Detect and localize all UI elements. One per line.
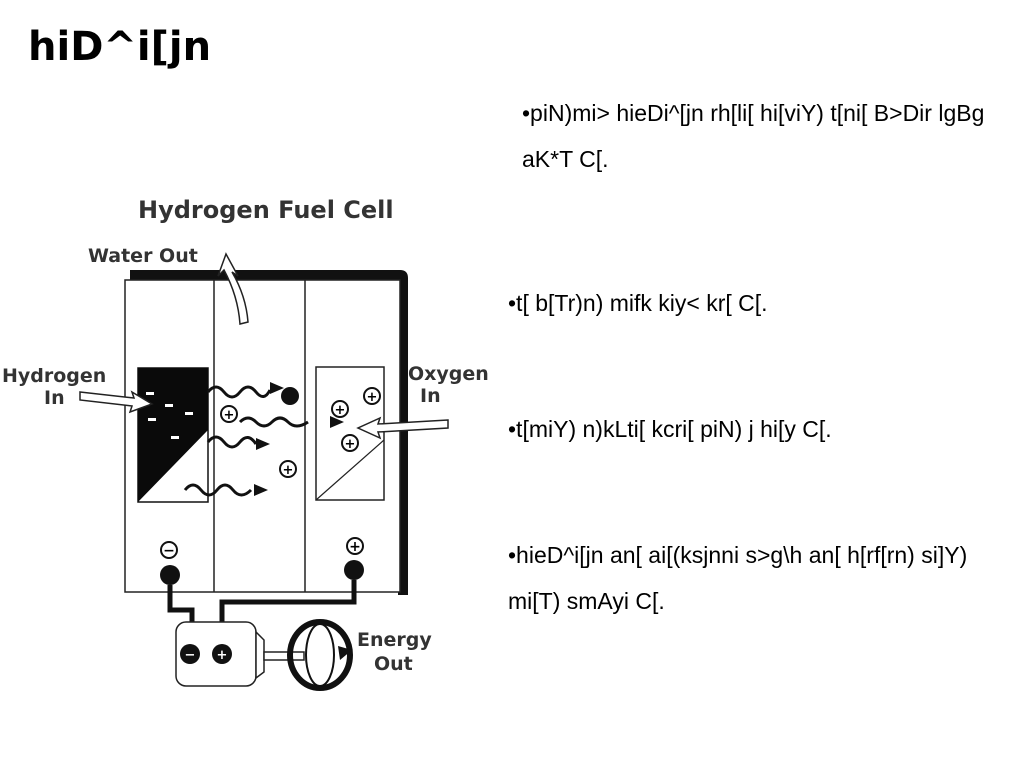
water-molecule (281, 387, 299, 405)
svg-text:+: + (224, 408, 235, 423)
fuel-cell-diagram: Hydrogen Fuel Cell + + + + (2, 196, 489, 691)
energy-out-label-line2: Out (374, 653, 413, 675)
energy-out-label-line1: Energy (357, 629, 432, 651)
svg-text:+: + (367, 390, 378, 405)
flywheel-inner (305, 623, 335, 687)
motor-shaft (263, 651, 305, 661)
motor-terminal-positive (212, 644, 232, 664)
oxygen-in-label-line2: In (420, 385, 441, 407)
water-out-arrow (217, 252, 249, 325)
motor-terminal-negative (180, 644, 200, 664)
hydrogen-in-arrow (79, 390, 154, 414)
motor-plus-sign: + (217, 648, 228, 663)
bullet-2: •t[ b[Tr)n) mifk kiy< kr[ C[. (508, 290, 768, 316)
positive-terminal-icon (346, 537, 364, 555)
negative-electrode (160, 565, 180, 585)
oxygen-in-arrow (356, 416, 449, 440)
motor-cap (255, 630, 265, 680)
water-out-label: Water Out (88, 245, 198, 267)
arrowheads (254, 382, 344, 496)
proton-icons: + + + + + (220, 387, 381, 478)
slide-title: hiD^i[jn (28, 24, 212, 70)
negative-terminal-icon (160, 541, 178, 559)
electron-marks (146, 392, 193, 439)
bullet-1: •piN)mi> hieDi^[jn rh[li[ hi[viY) t[ni[ … (522, 100, 985, 172)
positive-electrode (344, 560, 364, 580)
cathode-diagonal (315, 439, 385, 501)
diagram-title: Hydrogen Fuel Cell (138, 196, 394, 224)
svg-text:+: + (335, 403, 346, 418)
motor-minus-sign: − (185, 648, 196, 663)
hydrogen-in-label-line1: Hydrogen (2, 365, 106, 387)
positive-terminal-sign: + (349, 539, 361, 555)
proton-wavy-arrows (183, 385, 309, 497)
flywheel-outer (287, 619, 353, 691)
rotation-arrow-icon (338, 646, 352, 660)
svg-text:+: + (345, 437, 356, 452)
bullet-3: •t[miY) n)kLti[ kcri[ piN) j hi[y C[. (508, 416, 832, 442)
svg-text:+: + (283, 463, 294, 478)
negative-terminal-sign: − (163, 543, 175, 559)
hydrogen-in-label-line2: In (44, 387, 65, 409)
oxygen-in-label-line1: Oxygen (408, 363, 489, 385)
anode-fill (138, 368, 208, 502)
bullet-4: •hieD^i[jn an[ ai[(ksjnni s>g\h an[ h[rf… (508, 542, 968, 614)
